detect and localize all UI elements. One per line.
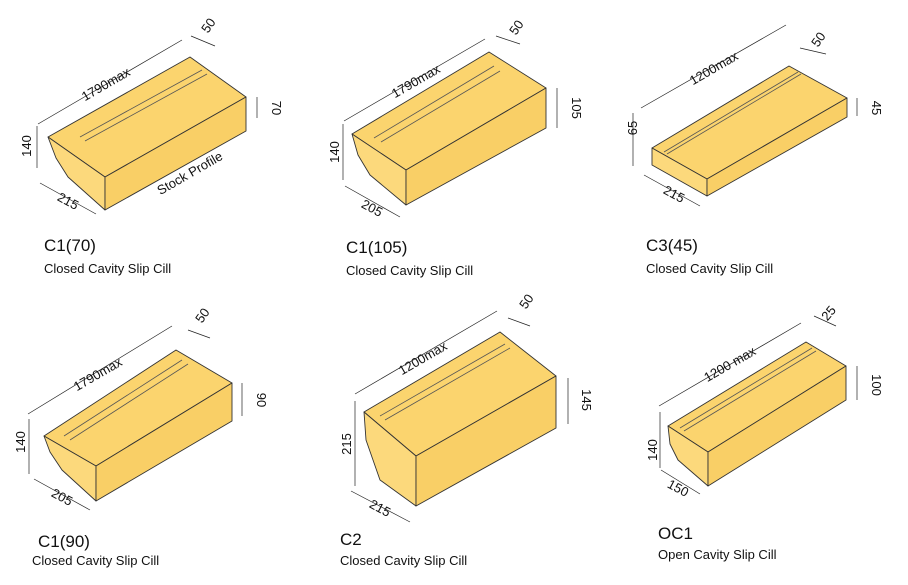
unit-code: C3(45) bbox=[646, 236, 698, 255]
unit-description: Closed Cavity Slip Cill bbox=[646, 261, 773, 276]
dimension-lines bbox=[36, 35, 258, 215]
dim-depth: 150 bbox=[665, 476, 691, 499]
dim-step: 50 bbox=[506, 17, 527, 37]
dim-length: 1200max bbox=[687, 48, 741, 88]
dimension-lines bbox=[658, 315, 858, 495]
cill-unit-c3-45: 1200max 50 45 65 215 C3(45) Closed Cavit… bbox=[625, 24, 884, 276]
dim-depth: 205 bbox=[359, 196, 385, 219]
cill-body bbox=[651, 65, 848, 197]
dim-height: 140 bbox=[13, 431, 28, 453]
dimension-lines bbox=[342, 35, 558, 218]
dim-step: 50 bbox=[198, 15, 219, 35]
dim-nose: 45 bbox=[869, 101, 884, 115]
cill-unit-c1-70: 1790max 50 70 140 215 Stock Profile C1(7… bbox=[19, 15, 284, 276]
dim-step: 25 bbox=[818, 303, 839, 324]
dimension-lines bbox=[27, 325, 243, 511]
unit-code: C2 bbox=[340, 530, 362, 549]
dim-height: 215 bbox=[339, 433, 354, 455]
unit-description: Closed Cavity Slip Cill bbox=[32, 553, 159, 568]
unit-code: C1(70) bbox=[44, 236, 96, 255]
unit-description: Closed Cavity Slip Cill bbox=[340, 553, 467, 568]
unit-description: Open Cavity Slip Cill bbox=[658, 547, 777, 562]
unit-description: Closed Cavity Slip Cill bbox=[44, 261, 171, 276]
dim-nose: 145 bbox=[579, 389, 594, 411]
dim-height: 65 bbox=[625, 121, 640, 135]
cill-unit-c2: 1200max 50 145 215 215 C2 Closed Cavity … bbox=[339, 291, 594, 568]
unit-code: C1(105) bbox=[346, 238, 407, 257]
cill-unit-c1-105: 1790max 50 105 140 205 C1(105) Closed Ca… bbox=[327, 17, 584, 278]
cill-body bbox=[351, 51, 547, 206]
dimension-lines bbox=[632, 24, 858, 207]
dim-depth: 215 bbox=[661, 182, 687, 205]
unit-description: Closed Cavity Slip Cill bbox=[346, 263, 473, 278]
unit-code: C1(90) bbox=[38, 532, 90, 551]
cill-body bbox=[43, 349, 233, 502]
dim-step: 50 bbox=[192, 305, 213, 325]
dim-height: 140 bbox=[327, 141, 342, 163]
dim-depth: 215 bbox=[367, 496, 393, 519]
cill-body bbox=[667, 341, 847, 487]
dim-height: 140 bbox=[19, 135, 34, 157]
dim-height: 140 bbox=[645, 439, 660, 461]
dim-nose: 70 bbox=[269, 101, 284, 115]
dim-depth: 205 bbox=[49, 485, 75, 508]
cill-unit-oc1: 1200 max 25 100 140 150 OC1 Open Cavity … bbox=[645, 303, 884, 562]
dim-nose: 100 bbox=[869, 374, 884, 396]
cill-body bbox=[363, 331, 557, 507]
dim-step: 50 bbox=[516, 291, 537, 311]
dim-depth: 215 bbox=[55, 189, 81, 212]
dim-step: 50 bbox=[808, 29, 829, 49]
dim-nose: 90 bbox=[254, 393, 269, 407]
cill-body bbox=[47, 56, 247, 211]
dimension-lines bbox=[350, 310, 569, 523]
cill-unit-c1-90: 1790max 50 90 140 205 C1(90) Closed Cavi… bbox=[13, 305, 269, 568]
dim-nose: 105 bbox=[569, 97, 584, 119]
unit-code: OC1 bbox=[658, 524, 693, 543]
